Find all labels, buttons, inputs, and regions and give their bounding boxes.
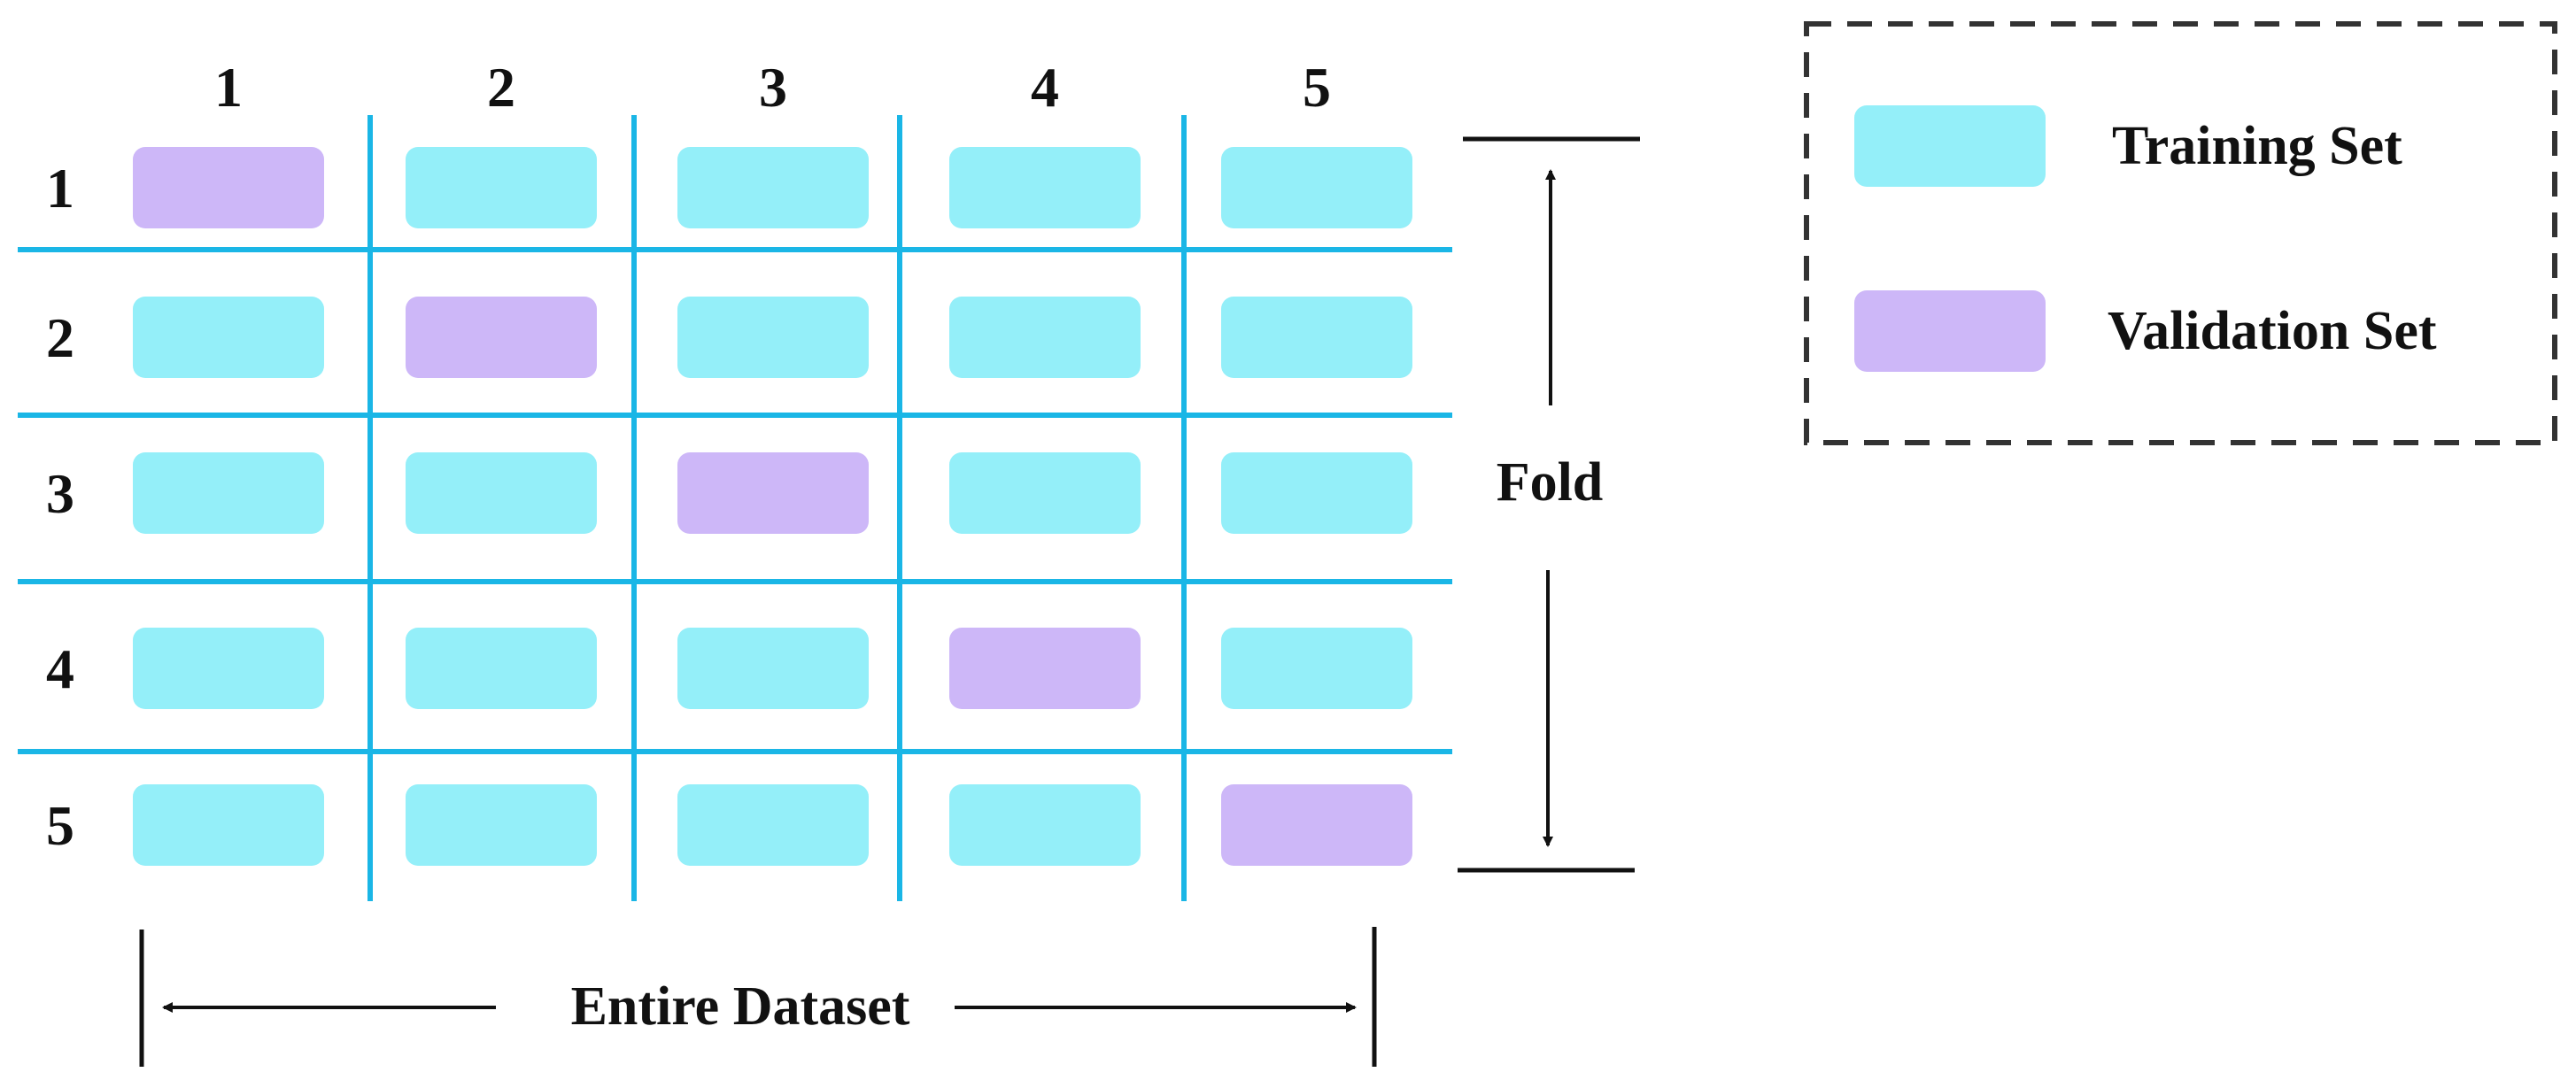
column-header: 2 [487, 56, 515, 119]
column-header: 5 [1303, 56, 1331, 119]
column-header: 1 [214, 56, 243, 119]
row-header: 2 [46, 306, 74, 369]
training-cell [133, 452, 324, 534]
training-cell [406, 452, 597, 534]
training-cell [1221, 147, 1412, 228]
validation-cell [406, 297, 597, 378]
row-header: 3 [46, 462, 74, 525]
validation-cell [949, 628, 1141, 709]
training-cell [949, 452, 1141, 534]
fold-label: Fold [1497, 452, 1604, 513]
validation-cell [677, 452, 869, 534]
validation-cell [133, 147, 324, 228]
training-cell [406, 784, 597, 866]
training-cell [133, 784, 324, 866]
training-cell [677, 628, 869, 709]
row-header: 4 [46, 637, 74, 700]
training-cell [677, 297, 869, 378]
training-cell [406, 628, 597, 709]
training-cell [1221, 628, 1412, 709]
legend-training-label: Training Set [2112, 116, 2402, 176]
training-cell [1221, 452, 1412, 534]
column-header: 4 [1031, 56, 1059, 119]
training-cell [949, 784, 1141, 866]
legend-box [1804, 21, 2557, 445]
training-cell [677, 784, 869, 866]
training-cell [133, 628, 324, 709]
training-cell [133, 297, 324, 378]
column-headers: 1 2 3 4 5 [214, 56, 1331, 119]
legend-validation-label: Validation Set [2108, 301, 2437, 361]
row-header: 5 [46, 794, 74, 857]
entire-dataset-label: Entire Dataset [571, 976, 910, 1037]
entire-dataset-indicator: Entire Dataset [139, 927, 1377, 1067]
row-header: 1 [46, 157, 74, 220]
grid-lines [18, 115, 1452, 901]
row-headers: 1 2 3 4 5 [46, 157, 74, 857]
legend-validation-swatch [1854, 290, 2046, 372]
legend: Training Set Validation Set [1804, 21, 2557, 445]
training-cell [1221, 297, 1412, 378]
validation-cell [1221, 784, 1412, 866]
training-cell [949, 147, 1141, 228]
fold-indicator: Fold [1458, 136, 1640, 873]
training-cell [677, 147, 869, 228]
legend-training-swatch [1854, 105, 2046, 187]
training-cell [949, 297, 1141, 378]
column-header: 3 [759, 56, 787, 119]
training-cell [406, 147, 597, 228]
fold-cells [133, 147, 1412, 866]
